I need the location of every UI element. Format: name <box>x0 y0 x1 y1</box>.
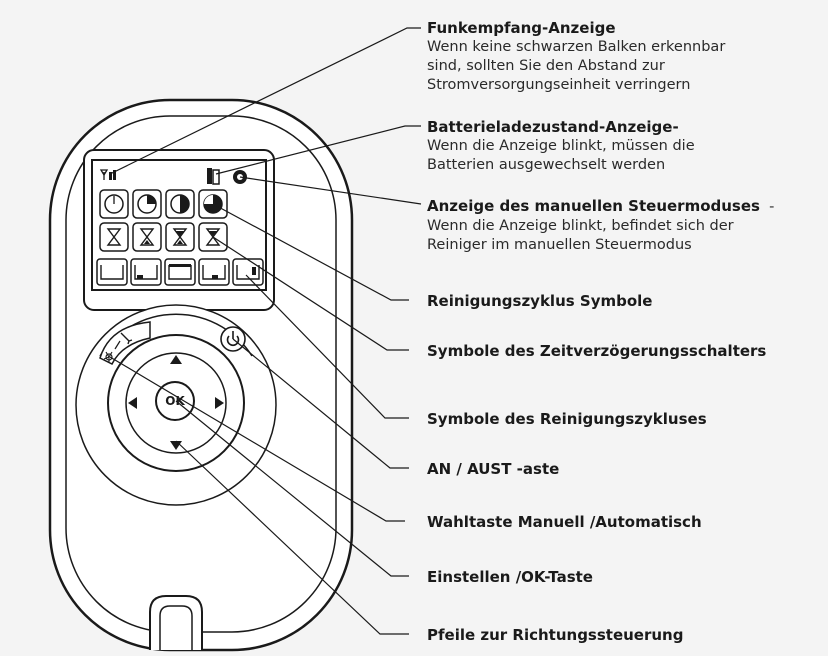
lanyard-slot <box>149 595 203 650</box>
callout-desc: Wenn keine schwarzen Balken erkennbar <box>427 39 726 55</box>
leader-reinigungszyklus <box>212 203 409 301</box>
callout-title: Einstellen /OK-Taste <box>427 568 593 586</box>
radio-signal-icon <box>99 169 116 180</box>
leader-manuell <box>239 176 422 205</box>
callout-title: Funkempfang-Anzeige <box>427 19 616 37</box>
callout-reinigungszyklus: Reinigungszyklus Symbole <box>427 291 822 311</box>
callout-title-suffix: - <box>759 199 775 215</box>
callout-desc: Stromversorgungseinheit verringern <box>427 77 691 93</box>
callout-batterie: Batterieladezustand-Anzeige- Wenn die An… <box>427 117 822 175</box>
callout-title: Symbole des Reinigungszykluses <box>427 410 707 428</box>
cleaning-cycle-symbols-row <box>99 189 228 219</box>
callout-desc: sind, sollten Sie den Abstand zur <box>427 58 665 74</box>
callout-manuell: Anzeige des manuellen Steuermoduses - We… <box>427 196 822 255</box>
callout-desc: Wenn die Anzeige blinkt, müssen die <box>427 138 695 154</box>
leader-ok <box>175 400 409 577</box>
callout-desc: Reiniger im manuellen Steuermodus <box>427 237 692 253</box>
arrow-right-button <box>215 397 224 409</box>
leader-symbole-zyklus <box>245 274 409 419</box>
callout-zeitverzoegerung: Symbole des Zeitverzögerungsschalters <box>427 341 822 361</box>
callout-title: AN / AUST -aste <box>427 460 560 478</box>
fan-icon <box>103 351 113 362</box>
callout-funkempfang: Funkempfang-Anzeige Wenn keine schwarzen… <box>427 18 822 95</box>
callout-pfeile: Pfeile zur Richtungssteuerung <box>427 625 822 645</box>
arrow-left-button <box>128 397 137 409</box>
callout-title: Reinigungszyklus Symbole <box>427 292 653 310</box>
leader-wahltaste <box>109 356 405 522</box>
leader-lines <box>109 27 422 635</box>
callout-title: Wahltaste Manuell /Automatisch <box>427 513 702 531</box>
leader-pfeile <box>175 440 409 635</box>
pool-cycle-symbols-row <box>96 258 264 286</box>
callout-desc: Batterien ausgewechselt werden <box>427 157 666 173</box>
callout-an-aus: AN / AUST -aste <box>427 459 822 479</box>
callout-desc: Wenn die Anzeige blinkt, befindet sich d… <box>427 218 734 234</box>
callout-title: Symbole des Zeitverzögerungsschalters <box>427 342 767 360</box>
leader-zeitverzoegerung <box>212 236 409 351</box>
power-icon <box>226 335 240 347</box>
ok-button <box>155 381 195 421</box>
callout-symbole-zyklus: Symbole des Reinigungszykluses <box>427 409 822 429</box>
battery-icon <box>207 168 220 185</box>
callout-title: Pfeile zur Richtungssteuerung <box>427 626 684 644</box>
leader-an-aus <box>232 338 409 469</box>
leader-funkempfang <box>109 27 421 175</box>
ok-button-label: OK <box>165 394 185 408</box>
leader-batterie <box>215 125 421 175</box>
callout-wahltaste: Wahltaste Manuell /Automatisch <box>427 512 822 532</box>
manual-auto-button <box>99 321 151 366</box>
callout-title: Anzeige des manuellen Steuermoduses <box>427 197 760 215</box>
wrench-icon <box>120 332 133 345</box>
callout-ok: Einstellen /OK-Taste <box>427 567 822 587</box>
callout-title: Batterieladezustand-Anzeige- <box>427 118 679 136</box>
arrow-up-button <box>170 355 182 364</box>
